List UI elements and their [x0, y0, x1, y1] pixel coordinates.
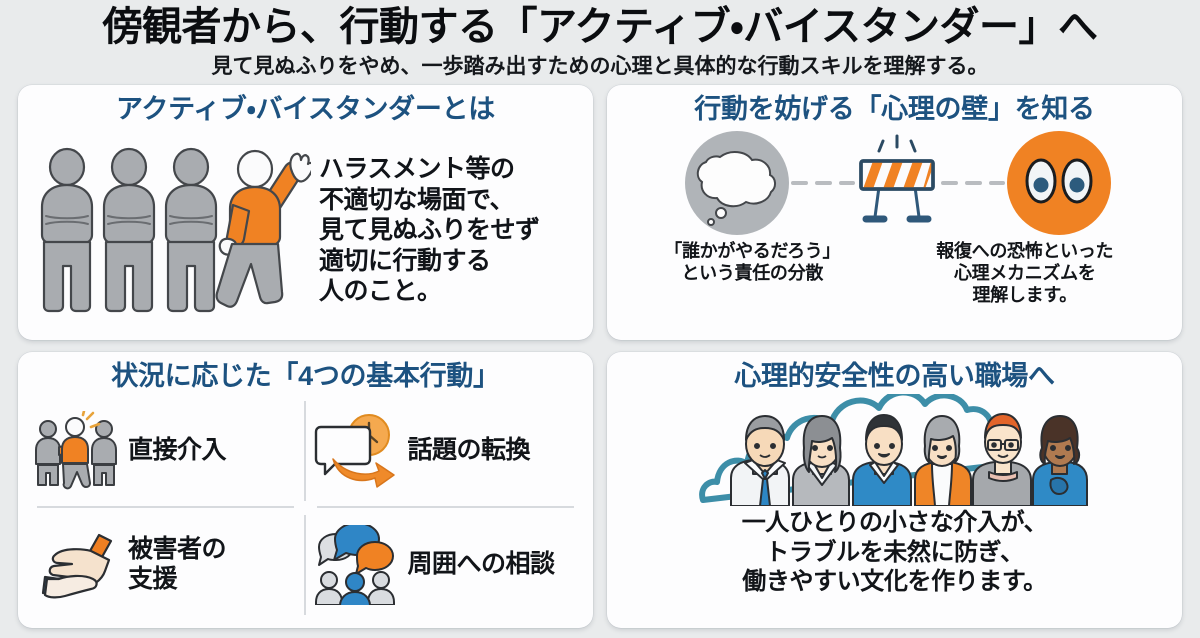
action-label: 直接介入 — [128, 436, 227, 465]
action-consult-others[interactable]: 周囲への相談 — [306, 508, 586, 622]
description-line: 適切に行動する — [319, 246, 491, 275]
action-quadrants: 直接介入 話題の転換 — [18, 394, 593, 628]
description-line: 一人ひとりの小さな介入が、 — [741, 508, 1048, 536]
card-title: アクティブ・バイスタンダーとは — [116, 94, 495, 125]
thought-bubble-barrier-eyes-illustration — [617, 127, 1172, 245]
four-people-one-raising-hand-illustration — [28, 143, 313, 319]
description-line: 働きやすい文化を作ります。 — [742, 568, 1047, 596]
card-body: 一人ひとりの小さな介入が、 トラブルを未然に防ぎ、 働きやすい文化を作ります。 — [607, 393, 1182, 628]
description-line: 不適切な場面で、 — [319, 185, 515, 214]
card-description: ハラスメント等の 不適切な場面で、 見て見ぬふりをせず 適切に行動する 人のこと… — [319, 154, 579, 307]
caption-line: 理解します。 — [972, 284, 1078, 305]
action-topic-change[interactable]: 話題の転換 — [306, 394, 586, 509]
card-psychological-barriers[interactable]: 行動を妨げる「心理の壁」を知る — [607, 85, 1182, 341]
helping-hands-icon — [30, 525, 122, 605]
barrier-icon — [858, 134, 935, 223]
caption-line: 報復への恐怖といった — [936, 240, 1114, 261]
description-line: 見て見ぬふりをせず — [319, 216, 540, 245]
description-line: トラブルを未然に防ぎ、 — [765, 538, 1024, 566]
card-grid: アクティブ・バイスタンダーとは — [0, 82, 1200, 638]
action-label: 被害者の 支援 — [128, 535, 302, 594]
caption-line: という責任の分散 — [681, 262, 824, 283]
card-body: 「誰かがやるだろう」 という責任の分散 報復への恐怖といった 心理メカニズムを … — [607, 127, 1182, 340]
page-subtitle: 見て見ぬふりをやめ、一歩踏み出すための心理と具体的な行動スキルを理解する。 — [211, 55, 989, 79]
card-title: 心理的安全性の高い職場へ — [734, 361, 1055, 392]
card-title: 行動を妨げる「心理の壁」を知る — [694, 94, 1095, 125]
action-label: 周囲への相談 — [407, 550, 556, 579]
card-body: ハラスメント等の 不適切な場面で、 見て見ぬふりをせず 適切に行動する 人のこと… — [18, 127, 593, 340]
thought-bubble-icon — [696, 151, 776, 226]
action-label-line: 被害者の — [128, 535, 227, 564]
page-title: 傍観者から、行動する「アクティブ・バイスタンダー」へ — [102, 5, 1099, 49]
card-psychological-safety[interactable]: 心理的安全性の高い職場へ — [607, 352, 1182, 628]
card-title: 状況に応じた「4つの基本行動」 — [111, 361, 500, 392]
card-description: 一人ひとりの小さな介入が、 トラブルを未然に防ぎ、 働きやすい文化を作ります。 — [742, 508, 1048, 597]
page-header: 傍観者から、行動する「アクティブ・バイスタンダー」へ 見て見ぬふりをやめ、一歩踏… — [0, 0, 1200, 82]
caption-line: 心理メカニズムを — [953, 262, 1096, 283]
description-line: ハラスメント等の — [319, 155, 515, 184]
action-support-victim[interactable]: 被害者の 支援 — [26, 508, 306, 622]
action-label-line: 支援 — [128, 564, 178, 593]
consult-others-icon — [310, 524, 402, 605]
fearful-eyes-icon — [1006, 130, 1111, 235]
caption-line: 「誰かがやるだろう」 — [664, 240, 841, 261]
action-direct-intervention[interactable]: 直接介入 — [26, 394, 306, 509]
card-four-basic-actions[interactable]: 状況に応じた「4つの基本行動」 — [18, 352, 593, 628]
caption-diffusion-of-responsibility: 「誰かがやるだろう」 という責任の分散 — [627, 241, 877, 285]
description-line: 人のこと。 — [319, 277, 442, 306]
caption-fear-of-retaliation: 報復への恐怖といった 心理メカニズムを 理解します。 — [890, 241, 1160, 307]
six-diverse-coworkers-illustration — [615, 393, 1174, 506]
direct-intervention-icon — [30, 410, 122, 491]
action-label: 話題の転換 — [407, 436, 531, 465]
topic-change-icon — [310, 411, 402, 491]
card-what-is-active-bystander[interactable]: アクティブ・バイスタンダーとは — [18, 85, 593, 341]
barrier-captions: 「誰かがやるだろう」 という責任の分散 報復への恐怖といった 心理メカニズムを … — [617, 241, 1172, 307]
